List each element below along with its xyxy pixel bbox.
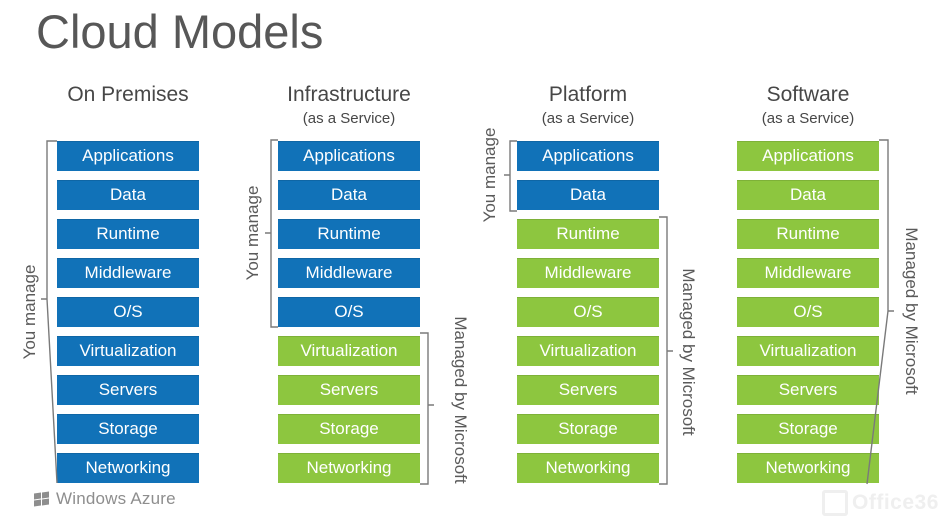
layer-box-applications: Applications [278,141,420,171]
layer-box-applications: Applications [737,141,879,171]
layer-box-middleware: Middleware [278,258,420,288]
layer-box-storage: Storage [57,414,199,444]
layer-box-servers: Servers [517,375,659,405]
column-subtitle: (as a Service) [761,110,855,127]
layer-box-o-s: O/S [57,297,199,327]
bracket-managed-iaas [420,332,434,485]
column-subtitle [17,110,239,128]
you-manage-label-onprem: You manage [20,264,39,360]
watermark: Office365 [822,490,939,516]
layer-box-runtime: Runtime [737,219,879,249]
layer-box-data: Data [278,180,420,210]
layer-box-middleware: Middleware [737,258,879,288]
layer-box-runtime: Runtime [278,219,420,249]
layer-box-storage: Storage [737,414,879,444]
layer-box-storage: Storage [278,414,420,444]
windows-flag-icon [34,491,50,507]
layer-box-storage: Storage [517,414,659,444]
managed-label-iaas: Managed by Microsoft [451,316,470,484]
layer-box-applications: Applications [517,141,659,171]
column-header-on-premises: On Premises [17,83,239,128]
layer-box-data: Data [737,180,879,210]
layer-box-o-s: O/S [278,297,420,327]
bracket-managed-paas [659,216,673,485]
watermark-text: Office365 [852,491,939,514]
layer-box-o-s: O/S [517,297,659,327]
office-logo-icon [822,490,848,516]
layer-box-data: Data [517,180,659,210]
layer-box-virtualization: Virtualization [737,336,879,366]
layer-box-data: Data [57,180,199,210]
bracket-you-manage-paas [504,140,517,212]
layer-box-virtualization: Virtualization [57,336,199,366]
column-subtitle: (as a Service) [302,110,396,127]
layer-box-virtualization: Virtualization [278,336,420,366]
column-title: Software [766,83,850,106]
layer-box-networking: Networking [517,453,659,483]
layer-box-servers: Servers [57,375,199,405]
column-title: Platform [548,83,628,106]
bracket-you-manage-iaas [265,139,278,328]
layer-box-runtime: Runtime [517,219,659,249]
you-manage-label-iaas: You manage [243,185,262,281]
layer-box-servers: Servers [278,375,420,405]
layer-box-applications: Applications [57,141,199,171]
layer-box-runtime: Runtime [57,219,199,249]
you-manage-label-paas: You manage [480,127,499,223]
brand-name: Windows Azure [56,489,176,508]
layer-box-servers: Servers [737,375,879,405]
windows-azure-logo: Windows Azure [34,489,176,509]
layer-box-networking: Networking [737,453,879,483]
page-title: Cloud Models [36,5,324,58]
bracket-you-manage-onprem [41,140,58,484]
layer-box-middleware: Middleware [517,258,659,288]
layer-box-middleware: Middleware [57,258,199,288]
layer-box-networking: Networking [57,453,199,483]
column-subtitle: (as a Service) [541,110,635,127]
column-header-paas: Platform (as a Service) [477,83,699,128]
layer-box-virtualization: Virtualization [517,336,659,366]
column-header-iaas: Infrastructure (as a Service) [238,83,460,128]
layer-box-o-s: O/S [737,297,879,327]
layer-box-networking: Networking [278,453,420,483]
column-title: Infrastructure [287,83,411,106]
column-header-saas: Software (as a Service) [697,83,919,128]
column-title: On Premises [67,83,189,106]
managed-label-saas: Managed by Microsoft [902,227,921,395]
managed-label-paas: Managed by Microsoft [679,268,698,436]
